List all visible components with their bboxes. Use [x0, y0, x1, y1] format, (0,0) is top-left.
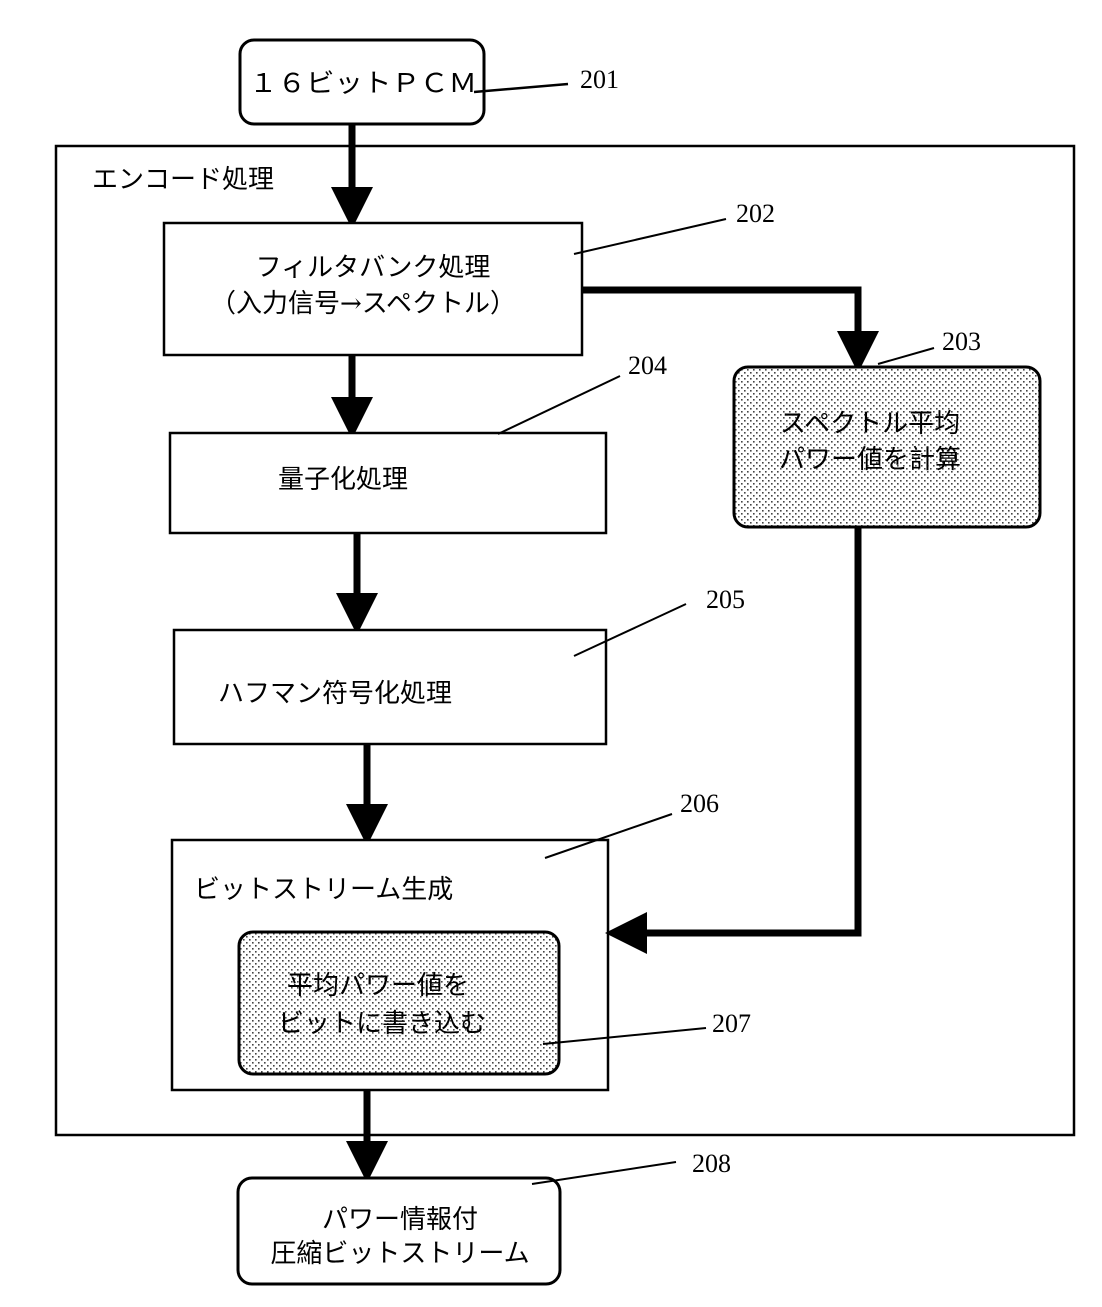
ref-208: 208: [692, 1149, 731, 1178]
node-power-calc-line2: パワー値を計算: [779, 445, 961, 475]
node-huffman-label: ハフマン符号化処理: [218, 679, 452, 709]
ref-205: 205: [706, 585, 745, 614]
ref-202: 202: [736, 199, 775, 228]
node-output-line1: パワー情報付: [322, 1205, 478, 1235]
node-input-pcm-label: １６ビットＰＣＭ: [249, 69, 477, 99]
node-power-calc-line1: スペクトル平均: [780, 409, 960, 439]
node-output-line2: 圧縮ビットストリーム: [270, 1239, 529, 1269]
ref-203: 203: [942, 327, 981, 356]
node-quantize-label: 量子化処理: [278, 465, 408, 495]
ref-204: 204: [628, 351, 667, 380]
node-write-power: [239, 932, 559, 1074]
leader-208: [532, 1162, 676, 1184]
node-write-power-line2: ビットに書き込む: [278, 1009, 486, 1039]
leader-203: [878, 348, 934, 364]
leader-202: [574, 219, 726, 254]
ref-207: 207: [712, 1009, 751, 1038]
node-write-power-line1: 平均パワー値を: [287, 971, 469, 1001]
ref-206: 206: [680, 789, 719, 818]
leader-204: [498, 376, 620, 434]
edge-filterbank-powercalc: [582, 290, 858, 352]
node-filterbank-line1: フィルタバンク処理: [256, 253, 491, 283]
leader-201: [474, 84, 568, 92]
node-bitstream-label: ビットストリーム生成: [194, 875, 453, 905]
ref-201: 201: [580, 65, 619, 94]
node-filterbank-line2: （入力信号→スペクトル）: [210, 289, 516, 319]
container-label: エンコード処理: [92, 165, 274, 195]
